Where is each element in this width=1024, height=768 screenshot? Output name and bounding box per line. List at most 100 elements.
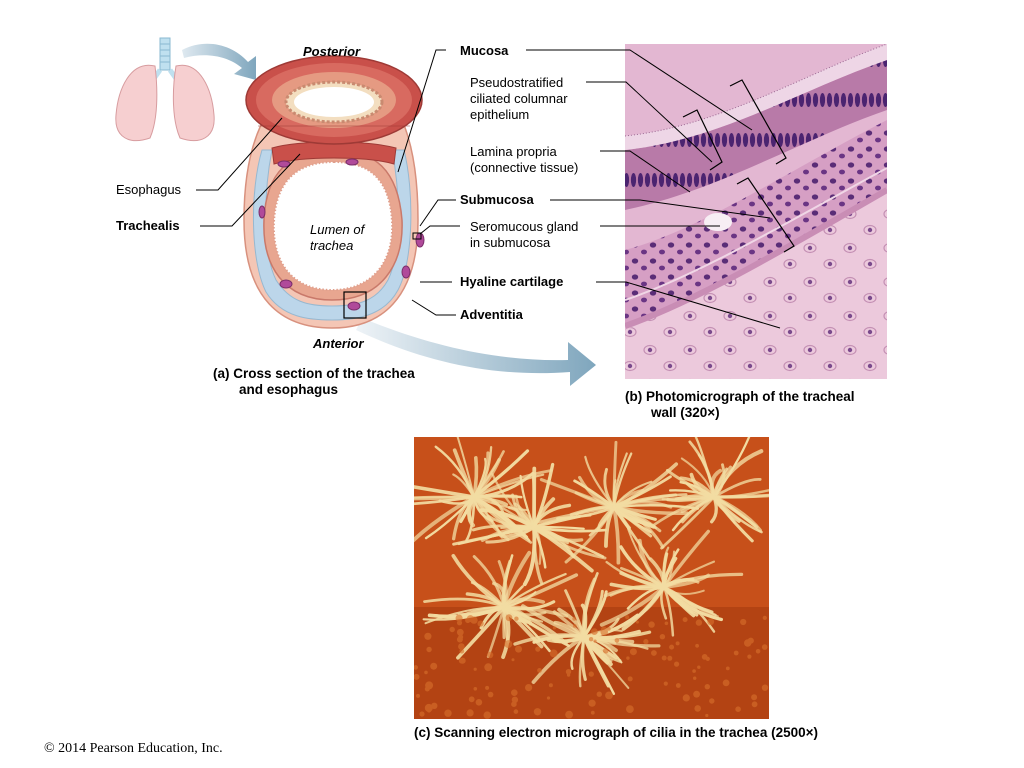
label-posterior-text: Posterior (303, 44, 361, 59)
microvillus-bump (697, 665, 701, 669)
microvillus-bump (484, 663, 493, 672)
cilium-strand (580, 603, 588, 639)
microvillus-bump (762, 615, 767, 620)
microvillus-bump (414, 665, 418, 670)
microvillus-bump (707, 618, 715, 626)
microvillus-bump (695, 619, 703, 626)
microvillus-bump (735, 706, 741, 712)
microvillus-bump (537, 668, 542, 673)
microvillus-bump (424, 632, 432, 640)
cilium-strand (660, 495, 716, 550)
caption-a-line2: and esophagus (239, 382, 339, 397)
microvillus-bump (755, 649, 761, 654)
microvillus-bump (648, 621, 655, 628)
microvillus-bump (695, 643, 699, 648)
cilium-strand (627, 527, 665, 588)
microvillus-bump (744, 639, 752, 647)
magnify-box (343, 291, 367, 319)
microvillus-bump (659, 634, 666, 640)
cilium-strand (609, 582, 666, 591)
microvillus-bump (414, 673, 420, 680)
lungs-icon (115, 37, 215, 142)
microvillus-bump (596, 691, 602, 697)
cilium-strand (603, 467, 616, 509)
microvillus-bump (625, 615, 630, 620)
caption-b-line1: (b) Photomicrograph of the tracheal (625, 389, 855, 404)
microvillus-bump (459, 648, 465, 654)
cilium-strand (662, 585, 716, 633)
microvillus-bump (572, 624, 577, 628)
cilium-strand (472, 495, 531, 542)
microvillus-bump (614, 638, 620, 643)
cilium-strand (582, 635, 610, 665)
microvillus-bump (444, 709, 452, 717)
microvillus-bump (626, 656, 630, 660)
microvillus-bump (629, 648, 637, 656)
microvillus-bump (416, 693, 420, 698)
microvillus-bump (426, 646, 432, 653)
cilium-strand (619, 566, 666, 589)
microvillus-bump (485, 685, 490, 690)
microvillus-bump (761, 644, 768, 650)
label-pseudo-line1: Pseudostratified (470, 75, 564, 90)
cilium-strand (472, 494, 523, 499)
label-lamina-line2: (connective tissue) (470, 160, 579, 175)
leader-lines (196, 49, 781, 329)
label-anterior: Anterior (313, 336, 364, 352)
microvillus-bump (588, 637, 594, 642)
microvillus-bump (424, 670, 428, 675)
microvillus-bump (603, 648, 609, 654)
microvillus-bump (486, 651, 494, 659)
microvillus-bump (511, 689, 518, 696)
microvillus-bump (600, 628, 608, 636)
photomicrograph-tracheal-wall (625, 44, 887, 379)
microvillus-bump (669, 644, 675, 650)
microvillus-bump (675, 683, 681, 688)
microvillus-bump (751, 694, 758, 701)
microvillus-bump (626, 705, 634, 713)
cilium-strand (472, 495, 533, 544)
label-submucosa: Submucosa (460, 192, 534, 207)
cilium-strand (582, 635, 623, 664)
cilium-strand (537, 505, 616, 524)
microvillus-bump (651, 650, 657, 656)
cilium-strand (599, 585, 666, 627)
cilium-strand (712, 494, 747, 499)
microvillus-bump (549, 649, 558, 658)
cilium-strand (472, 473, 545, 499)
label-lumen-line2: trachea (310, 238, 354, 253)
microvillus-bump (449, 626, 455, 633)
cilium-strand (452, 525, 536, 546)
cilium-strand (532, 525, 569, 545)
microvillus-bump (674, 661, 680, 667)
microvillus-bump (552, 626, 556, 630)
label-seromucous-line2: in submucosa (470, 235, 551, 250)
microvillus-bump (483, 711, 491, 719)
cilium-strand (612, 480, 653, 509)
microvillus-bump (514, 616, 519, 621)
cilium-strand (681, 495, 716, 524)
label-lumen-line1: Lumen of (310, 222, 365, 237)
cilium-strand (612, 505, 651, 561)
microvillus-bump (535, 646, 541, 652)
microvillus-bump (419, 711, 425, 717)
microvillus-bump (705, 713, 709, 718)
cilium-strand (694, 437, 716, 499)
microvillus-bump (511, 701, 517, 707)
microvillus-bump (704, 684, 710, 690)
microvillus-bump (643, 639, 649, 645)
label-seromucous-line1: Seromucous gland (470, 219, 579, 234)
cilium-strand (674, 494, 716, 501)
microvillus-bump (477, 620, 484, 627)
microvillus-bump (593, 639, 597, 643)
cilium-strand (502, 605, 544, 649)
microvillus-bump (515, 645, 522, 653)
cilium-strand (502, 605, 533, 626)
microvillus-bump (565, 710, 573, 719)
cilium-strand (502, 572, 567, 609)
microvillus-bump (747, 654, 752, 659)
cilium-strand (564, 505, 616, 564)
microvillus-bump (682, 617, 688, 623)
microvillus-bump (513, 709, 519, 714)
